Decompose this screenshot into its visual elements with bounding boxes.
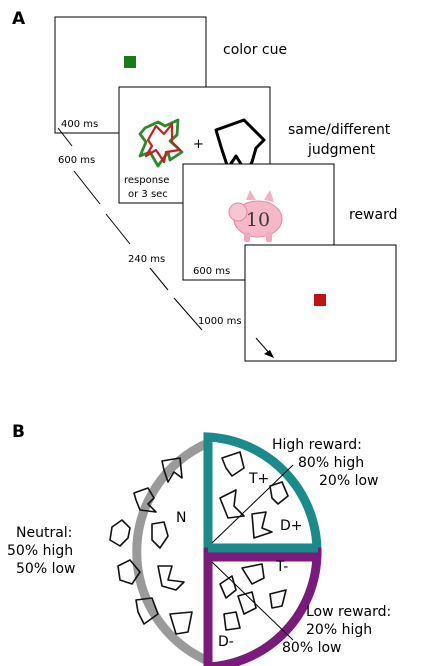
screen-final [244,244,397,362]
panel-a-label: A [12,9,26,29]
high-label-line1: High reward: [272,437,362,453]
shape-icon [241,563,265,585]
high-tag-t: T+ [248,471,269,487]
shape-icon [219,489,245,519]
shape-icon [157,565,185,591]
fixation-cross: + [193,137,204,152]
shape-icon [219,575,237,599]
time-arrow: 600 ms 240 ms 1000 ms [57,127,274,358]
high-label-line2: 80% high [298,455,364,471]
neutral-half-ring [132,438,210,666]
caption-judgment-line1: same/different [288,122,391,138]
high-tag-d: D+ [280,518,303,534]
high-label-line3: 20% low [319,473,378,489]
low-tag-t: T- [275,559,288,575]
caption-judgment-line2: judgment [307,142,376,158]
high-reward-shapes: T+ D+ [219,451,303,539]
low-tag-d: D- [218,634,234,650]
shape-icon [133,487,157,513]
low-label-line1: Low reward: [306,604,391,620]
neutral-shapes: N [109,457,193,635]
time-label-400ms: 400 ms [61,119,98,130]
reward-value: 10 [246,209,270,231]
neutral-tag: N [176,510,186,526]
red-cue-square [314,294,326,306]
caption-reward: reward [349,207,398,223]
shape-icon [269,481,289,505]
low-reward-shapes: T- D- [218,559,288,650]
neutral-label-line2: 50% high [7,543,73,559]
shape-icon [161,457,183,483]
shape-icon [269,589,287,609]
shape-icon [237,591,257,615]
overlapping-shapes-icon [138,118,184,168]
shape-icon [221,451,245,477]
panel-b-label: B [12,422,25,442]
green-cue-square [124,56,136,68]
shape-icon [223,611,241,631]
neutral-label-line3: 50% low [16,561,75,577]
interval-600ms: 600 ms [58,155,95,166]
low-label-line2: 20% high [306,622,372,638]
time-label-600ms: 600 ms [193,266,230,277]
caption-color-cue: color cue [223,42,287,58]
piggy-bank-icon: 10 [228,190,283,242]
interval-240ms: 240 ms [128,254,165,265]
shape-icon [169,611,193,635]
time-label-3sec: or 3 sec [128,189,168,200]
low-reward-quadrant [203,547,322,666]
shape-icon [251,511,273,539]
interval-1000ms: 1000 ms [198,316,242,327]
shape-icon [151,521,169,549]
shape-icon [109,519,131,547]
shape-icon [135,597,159,625]
low-label-line3: 80% low [282,640,341,656]
shape-icon [117,559,141,585]
neutral-label-line1: Neutral: [16,525,72,541]
time-label-response: response [124,175,169,186]
